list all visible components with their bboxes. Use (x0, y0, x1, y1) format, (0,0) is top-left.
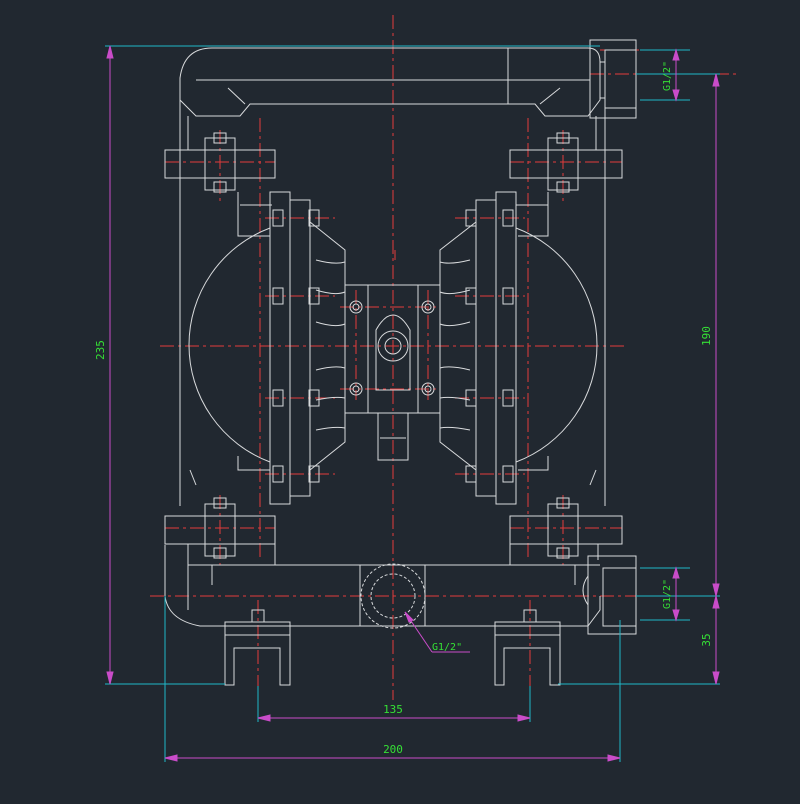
dim-bottom-port: G1/2" (662, 579, 673, 609)
dim-overall-width: 200 (383, 743, 403, 756)
dim-top-port: G1/2" (662, 61, 673, 91)
dim-inner-height: 190 (700, 326, 713, 346)
dim-center-port: G1/2" (432, 642, 462, 653)
dimension-lines (106, 45, 720, 762)
dim-base-height: 35 (700, 633, 713, 646)
dim-overall-height: 235 (94, 340, 107, 360)
dimension-text: 235 190 35 G1/2" G1/2" 135 200 G1/2" (94, 61, 713, 756)
extension-lines (105, 45, 720, 762)
dim-bolt-spacing: 135 (383, 703, 403, 716)
bolts (213, 132, 570, 623)
